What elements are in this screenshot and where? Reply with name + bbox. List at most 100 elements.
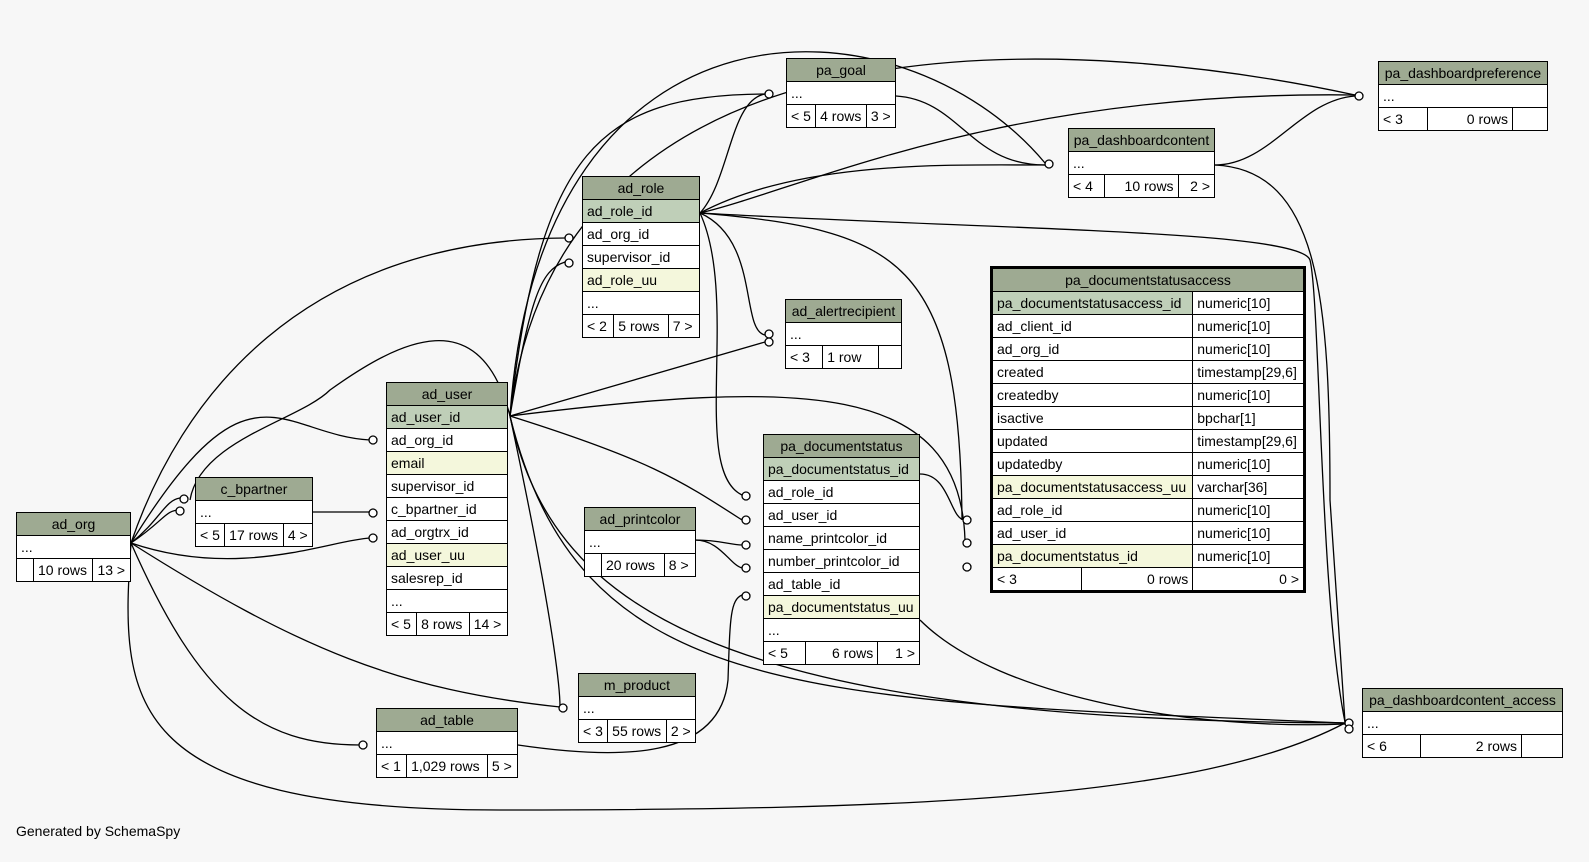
column-name: createdby: [990, 383, 1194, 407]
row-count: 20 rows: [601, 553, 665, 577]
edge: [919, 473, 966, 521]
row-count: 10 rows: [32, 558, 94, 582]
edge: [130, 237, 566, 544]
row-count: 1,029 rows: [406, 754, 488, 778]
parents-count: < 5: [785, 104, 817, 128]
column: ...: [578, 696, 696, 720]
edge: [919, 619, 1346, 726]
edge: [130, 509, 181, 544]
table-name: pa_documentstatus: [763, 434, 920, 458]
column: ...: [1362, 711, 1563, 735]
row-count: 0 rows: [1426, 107, 1514, 131]
parents-count: < 3: [577, 719, 609, 743]
column-name: updated: [990, 429, 1194, 453]
column: ...: [582, 291, 700, 315]
children-count: 0 >: [1192, 567, 1305, 592]
column: pa_documentstatus_uu: [763, 595, 920, 619]
children-count: 5 >: [486, 754, 519, 778]
edge: [509, 341, 766, 417]
edge: [699, 212, 743, 496]
table-name: m_product: [578, 673, 696, 697]
edge: [699, 212, 1346, 723]
children-count: 1 >: [877, 641, 920, 665]
table-ad_role[interactable]: ad_role ad_role_id ad_org_id supervisor_…: [581, 176, 701, 338]
table-name: ad_printcolor: [584, 507, 696, 531]
parents-count: < 5: [763, 641, 806, 665]
table-ad_user[interactable]: ad_user ad_user_id ad_org_id email super…: [385, 382, 509, 636]
column: c_bpartner_id: [386, 497, 508, 521]
column: ad_role_uu: [582, 268, 700, 292]
row-count: 1 row: [822, 345, 879, 369]
edge: [509, 415, 743, 521]
column: supervisor_id: [386, 474, 508, 498]
children-count: [1521, 734, 1563, 758]
column-type: bpchar[1]: [1192, 406, 1305, 430]
column: ad_user_id: [763, 503, 920, 527]
column-type: numeric[10]: [1192, 452, 1305, 476]
column-name: ad_role_id: [990, 498, 1194, 522]
column-name: created: [990, 360, 1194, 384]
column: ...: [376, 731, 518, 755]
generated-by-credit: Generated by SchemaSpy: [16, 823, 181, 839]
table-pa_documentstatusaccess[interactable]: pa_documentstatusaccess pa_documentstatu…: [990, 266, 1306, 593]
column-type: varchar[36]: [1192, 475, 1305, 499]
column: ad_org_id: [582, 222, 700, 246]
row-count: 10 rows: [1104, 174, 1179, 198]
column-name: ad_user_id: [990, 521, 1194, 545]
table-name: pa_dashboardcontent_access: [1362, 688, 1563, 712]
column-type: numeric[10]: [1192, 291, 1305, 315]
children-count: 4 >: [282, 523, 314, 547]
table-name: pa_goal: [786, 58, 896, 82]
table-name: pa_dashboardcontent: [1068, 128, 1215, 152]
children-count: 3 >: [865, 104, 897, 128]
parents-count: < 5: [194, 523, 226, 547]
table-name: ad_user: [386, 382, 508, 406]
column: ...: [195, 500, 313, 524]
column: ...: [584, 530, 696, 554]
column: number_printcolor_id: [763, 549, 920, 573]
column-type: numeric[10]: [1192, 383, 1305, 407]
parents-count: < 3: [991, 567, 1082, 592]
edge: [130, 416, 371, 544]
edge: [694, 539, 743, 569]
table-name: ad_alertrecipient: [785, 299, 902, 323]
column: ad_role_id: [582, 199, 700, 223]
table-pa_documentstatus[interactable]: pa_documentstatus pa_documentstatus_id a…: [763, 434, 920, 665]
parents-count: < 3: [784, 345, 824, 369]
parents-count: < 6: [1362, 734, 1421, 758]
column: ad_user_uu: [386, 543, 508, 567]
table-name: pa_documentstatusaccess: [991, 267, 1305, 292]
column-type: numeric[10]: [1192, 337, 1305, 361]
children-count: [878, 345, 902, 369]
column: ...: [386, 589, 508, 613]
column-name: pa_documentstatusaccess_uu: [990, 475, 1194, 499]
row-count: 2 rows: [1420, 734, 1522, 758]
children-count: [1512, 107, 1548, 131]
edge: [699, 93, 766, 214]
edge: [509, 93, 766, 417]
column-name: ad_org_id: [990, 337, 1194, 361]
parents-count: < 5: [385, 612, 418, 636]
edge: [699, 94, 1356, 214]
column: ...: [1068, 151, 1215, 175]
parents-count: < 2: [581, 314, 615, 338]
children-count: 8 >: [663, 553, 697, 577]
edge: [699, 212, 766, 336]
edge: [1214, 95, 1356, 166]
column: supervisor_id: [582, 245, 700, 269]
row-count: 17 rows: [224, 523, 284, 547]
edge: [509, 415, 561, 708]
column: ad_user_id: [386, 405, 508, 429]
column-type: numeric[10]: [1192, 314, 1305, 338]
